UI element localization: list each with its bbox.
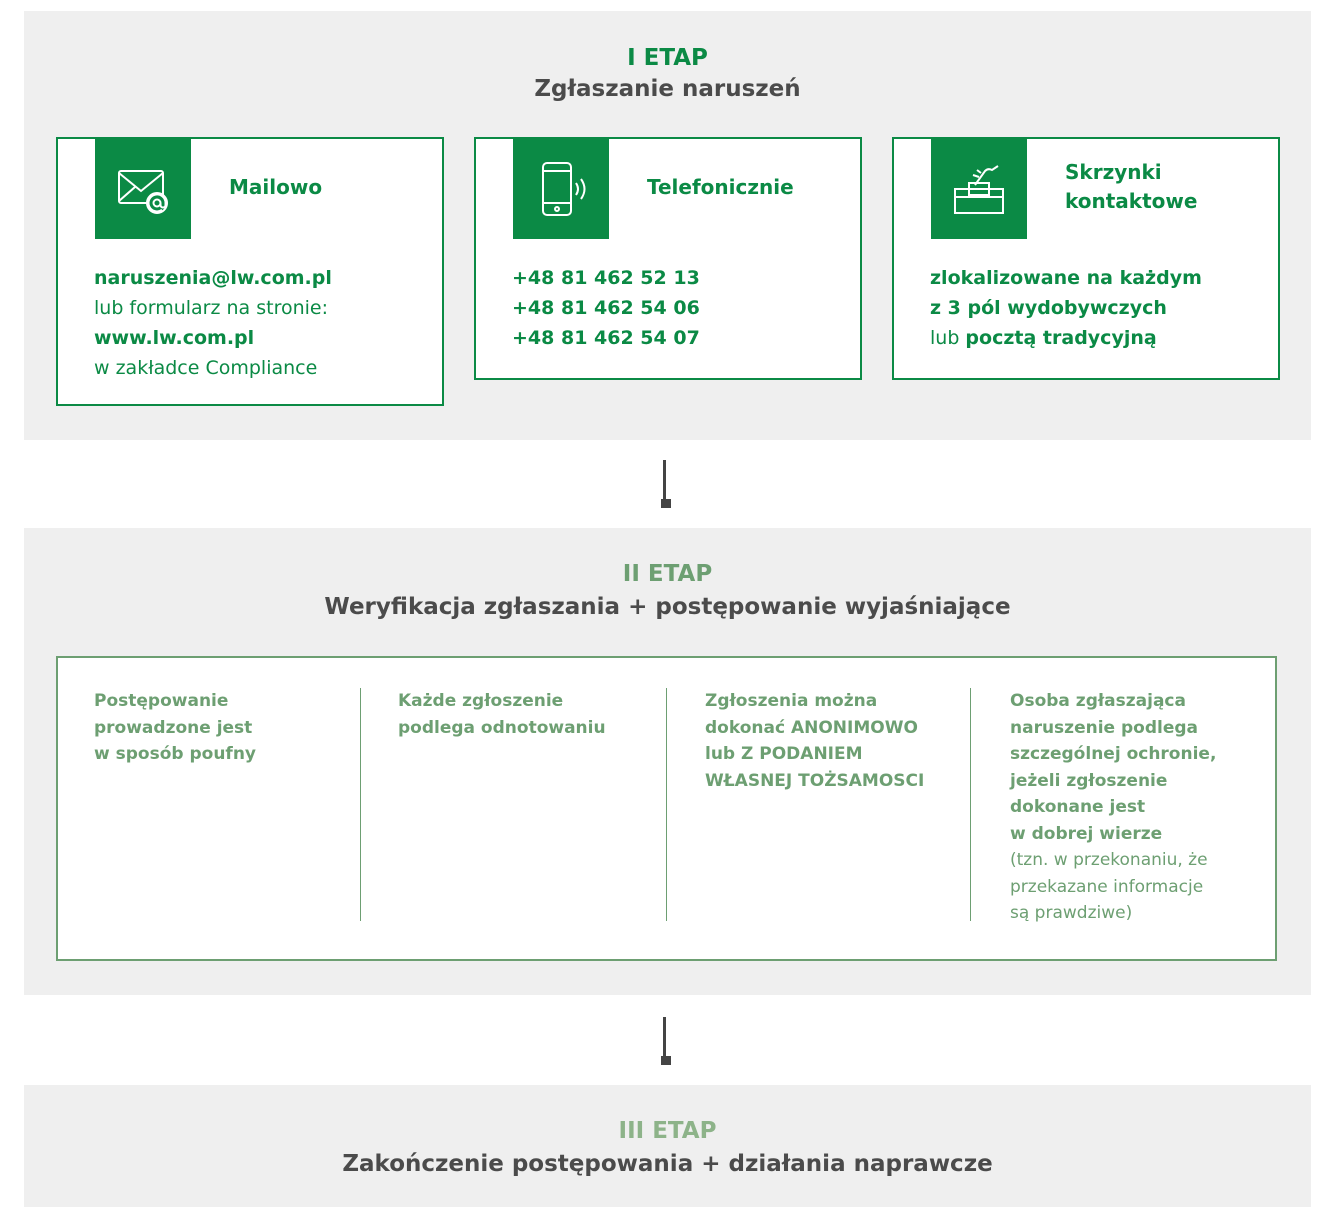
col-4-line-6: w dobrej wierze [1010,823,1163,844]
info-column-1: Postępowanie prowadzone jest w sposób po… [94,688,344,768]
col-3-line-2: dokonać ANONIMOWO [705,717,918,738]
phone-icon [513,138,609,239]
col-2-line-1: Każde zgłoszenie [398,691,564,711]
connector-line-2 [663,1017,666,1057]
stage-1-label: I ETAP [627,45,708,71]
col-3-line-4: WŁASNEJ TOŻSAMOSCI [705,770,925,791]
stage-2-title: Weryfikacja zgłaszania + postępowanie wy… [324,594,1011,620]
phone-number-3[interactable]: +48 81 462 54 07 [512,327,700,349]
column-divider-3 [970,688,971,921]
box-line-3-bold: pocztą tradycyjną [965,327,1157,349]
mail-card: Mailowo naruszenia@lw.com.pl lub formula… [56,137,444,406]
col-4-line-1: Osoba zgłaszająca [1010,691,1186,711]
box-line-3: lub pocztą tradycyjną [930,323,1202,353]
stage-2-info-frame: Postępowanie prowadzone jest w sposób po… [56,656,1277,961]
phone-heading: Telefonicznie [647,175,794,199]
email-link[interactable]: naruszenia@lw.com.pl [94,267,332,289]
stage-2-label: II ETAP [622,561,713,587]
col-4-line-3: szczególnej ochronie, [1010,744,1217,764]
connector-line-1 [663,460,666,500]
col-3-line-3: lub Z PODANIEM [705,744,863,764]
stage-2-panel: II ETAP Weryfikacja zgłaszania + postępo… [24,528,1311,995]
col-4-note-1: (tzn. w przekonaniu, że [1010,850,1208,870]
col-4-line-2: naruszenie podlega [1010,717,1198,738]
col-1-line-3: w sposób poufny [94,744,257,764]
mail-heading: Mailowo [229,175,323,199]
stage-3-label: III ETAP [618,1118,717,1144]
info-column-2: Każde zgłoszenie podlega odnotowaniu [398,688,648,741]
mail-line-2: lub formularz na stronie: [94,297,329,319]
box-line-3-prefix: lub [930,327,966,349]
connector-end-1 [661,499,671,508]
box-line-1: zlokalizowane na każdym [930,267,1202,289]
stage-3-panel: III ETAP Zakończenie postępowania + dzia… [24,1085,1311,1207]
mail-body: naruszenia@lw.com.pl lub formularz na st… [94,263,332,383]
col-4-line-5: dokonane jest [1010,797,1146,817]
envelope-at-icon [95,138,191,239]
col-1-line-1: Postępowanie [94,691,229,711]
contact-box-card: Skrzynki kontaktowe zlokalizowane na każ… [892,137,1280,380]
box-body: zlokalizowane na każdym z 3 pól wydobywc… [930,263,1202,353]
box-heading-line-2: kontaktowe [1065,189,1198,213]
stage-3-title: Zakończenie postępowania + działania nap… [342,1151,993,1177]
ballot-box-icon [931,138,1027,239]
column-divider-1 [360,688,361,921]
website-link[interactable]: www.lw.com.pl [94,327,255,349]
col-3-line-1: Zgłoszenia można [705,691,878,711]
phone-number-1[interactable]: +48 81 462 52 13 [512,267,700,289]
box-heading: Skrzynki kontaktowe [1065,158,1197,216]
col-1-line-2: prowadzone jest [94,717,253,738]
info-column-3: Zgłoszenia można dokonać ANONIMOWO lub Z… [705,688,955,794]
info-column-4: Osoba zgłaszająca naruszenie podlega szc… [1010,688,1260,927]
col-4-note-3: są prawdziwe) [1010,903,1133,923]
stage-1-title: Zgłaszanie naruszeń [534,76,801,102]
box-heading-line-1: Skrzynki [1065,160,1162,184]
box-line-2: z 3 pól wydobywczych [930,297,1167,319]
mail-line-4: w zakładce Compliance [94,357,318,379]
column-divider-2 [666,688,667,921]
col-4-line-4: jeżeli zgłoszenie [1010,770,1168,791]
col-2-line-2: podlega odnotowaniu [398,717,606,738]
stage-1-panel: I ETAP Zgłaszanie naruszeń Mailowo narus… [24,11,1311,440]
phone-card: Telefonicznie +48 81 462 52 13 +48 81 46… [474,137,862,380]
phone-number-2[interactable]: +48 81 462 54 06 [512,297,700,319]
connector-end-2 [661,1056,671,1065]
phone-body: +48 81 462 52 13 +48 81 462 54 06 +48 81… [512,263,700,353]
col-4-note-2: przekazane informacje [1010,876,1204,897]
